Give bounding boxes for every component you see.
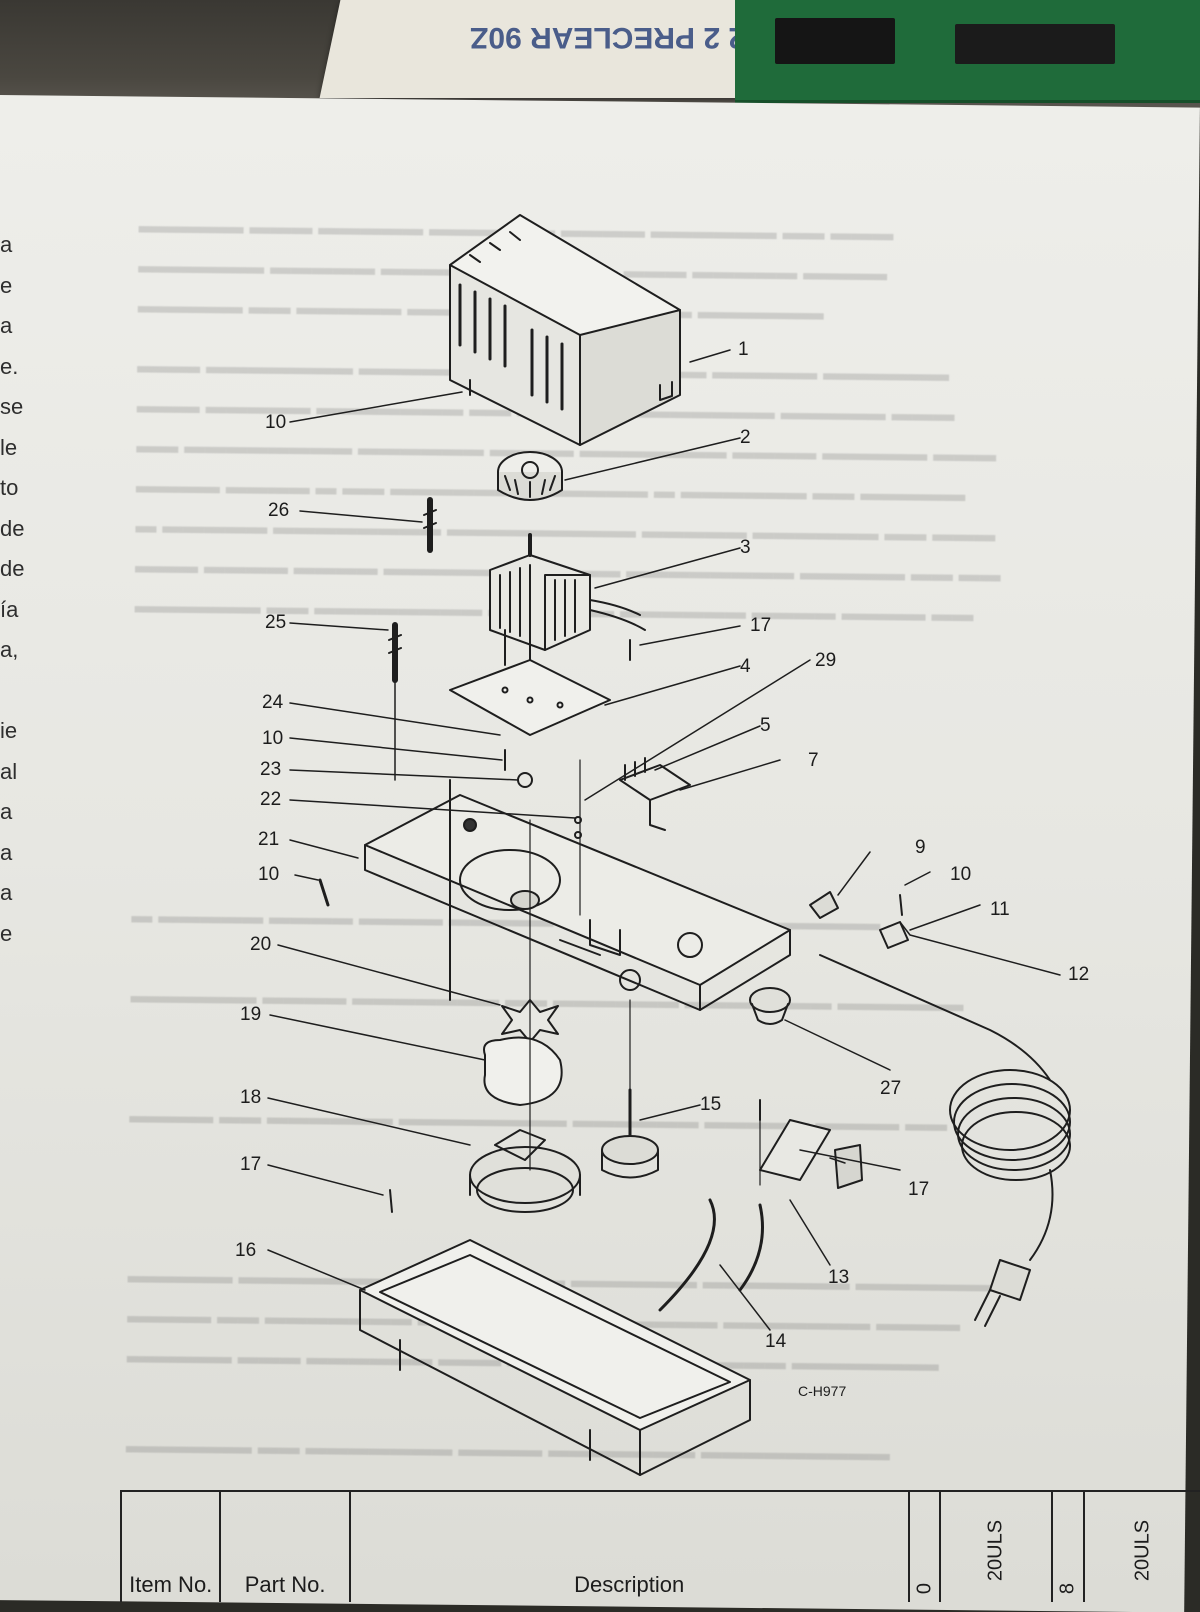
cover-part	[449, 214, 681, 446]
wire-nut-part	[809, 891, 839, 919]
left-margin-fragment: de	[0, 515, 25, 541]
callout-17: 17	[240, 1154, 261, 1175]
callout-16: 16	[235, 1240, 256, 1261]
fan-part	[497, 451, 563, 501]
switch-part	[619, 757, 691, 831]
callout-23: 23	[260, 759, 281, 780]
item-no-header-cell: Item No.	[122, 1492, 222, 1602]
left-margin-text-column: a e a e. se le to de de ía a, ie al a a …	[0, 225, 30, 954]
callout-leader-lines	[267, 349, 1061, 1331]
lead-wires-part	[658, 1198, 764, 1312]
float-part	[601, 1088, 659, 1179]
callout-10: 10	[258, 864, 279, 885]
parts-table-header: Item No. Part No. Description 0 20ULS 8 …	[120, 1490, 1200, 1602]
description-header: Description	[574, 1572, 685, 1597]
callout-11: 11	[990, 899, 1010, 920]
left-margin-fragment: a	[0, 880, 13, 905]
callout-10: 10	[265, 412, 286, 433]
part-no-header: Part No.	[244, 1572, 326, 1597]
circuit-board-background	[735, 0, 1200, 103]
model-b-prefix: 8	[1056, 1582, 1079, 1595]
model-b-header: 20ULS	[1131, 1519, 1154, 1582]
mounting-plate-part	[449, 659, 611, 736]
callout-14: 14	[765, 1331, 787, 1352]
callout-19: 19	[240, 1004, 261, 1025]
callout-17: 17	[908, 1179, 929, 1200]
callout-15: 15	[700, 1094, 721, 1115]
left-margin-fragment: le	[0, 434, 18, 460]
left-margin-fragment: a	[0, 313, 13, 338]
model-a-header: 20ULS	[984, 1519, 1007, 1582]
callout-9: 9	[915, 837, 926, 858]
switch-bracket-part	[759, 1119, 863, 1189]
callout-22: 22	[260, 789, 281, 810]
left-margin-fragment: e	[0, 272, 13, 298]
left-margin-fragment: a,	[0, 637, 19, 662]
left-margin-fragment: al	[0, 758, 18, 784]
callout-24: 24	[262, 692, 284, 713]
motor-part	[489, 533, 646, 671]
model-b-prefix-cell: 8	[1053, 1492, 1085, 1602]
left-margin-fragment: e.	[0, 353, 19, 379]
callout-27: 27	[880, 1078, 901, 1099]
left-margin-fragment: ie	[0, 718, 18, 743]
cord-clamp-part	[879, 921, 909, 949]
callout-21: 21	[258, 829, 279, 850]
callout-12: 12	[1068, 964, 1089, 985]
callout-2: 2	[740, 427, 751, 448]
callout-3: 3	[740, 537, 751, 558]
callout-26: 26	[268, 500, 289, 521]
callout-10: 10	[950, 864, 971, 885]
callout-4: 4	[740, 656, 751, 677]
callout-20: 20	[250, 934, 271, 955]
callout-25: 25	[265, 612, 286, 633]
base-plate-part	[364, 794, 791, 1011]
model-a-prefix-cell: 0	[910, 1492, 942, 1602]
callout-5: 5	[760, 715, 771, 736]
assembly-center-lines	[529, 759, 761, 1186]
power-cord-part	[819, 954, 1071, 1327]
model-b-header-cell: 20ULS	[1085, 1492, 1200, 1602]
callout-18: 18	[240, 1087, 261, 1108]
diaphragm-part	[483, 1036, 563, 1106]
float-cup-part	[749, 987, 791, 1025]
callout-10: 10	[262, 728, 283, 749]
callout-29: 29	[815, 650, 836, 671]
callout-17: 17	[750, 615, 771, 636]
left-margin-fragment: ía	[0, 596, 19, 622]
item-no-header: Item No.	[129, 1572, 213, 1597]
callout-13: 13	[828, 1267, 849, 1288]
reservoir-tank-part	[359, 1239, 751, 1476]
left-margin-fragment: a	[0, 799, 13, 824]
part-no-header-cell: Part No.	[221, 1492, 351, 1602]
left-margin-fragment: a	[0, 232, 13, 257]
pump-housing-part	[469, 1129, 581, 1213]
model-a-header-cell: 20ULS	[941, 1492, 1053, 1602]
screw-parts	[318, 379, 903, 1213]
drawing-code: C-H977	[798, 1383, 846, 1399]
callout-7: 7	[808, 750, 819, 771]
left-margin-fragment: se	[0, 394, 24, 419]
left-margin-fragment: to	[0, 475, 19, 500]
barb-fitting-part	[388, 497, 451, 1001]
model-a-prefix: 0	[913, 1582, 936, 1595]
left-margin-fragment: e	[0, 920, 13, 946]
description-header-cell: Description	[351, 1492, 910, 1602]
left-margin-fragment: de	[0, 556, 25, 581]
left-margin-fragment: a	[0, 839, 13, 865]
callout-1: 1	[738, 339, 749, 360]
